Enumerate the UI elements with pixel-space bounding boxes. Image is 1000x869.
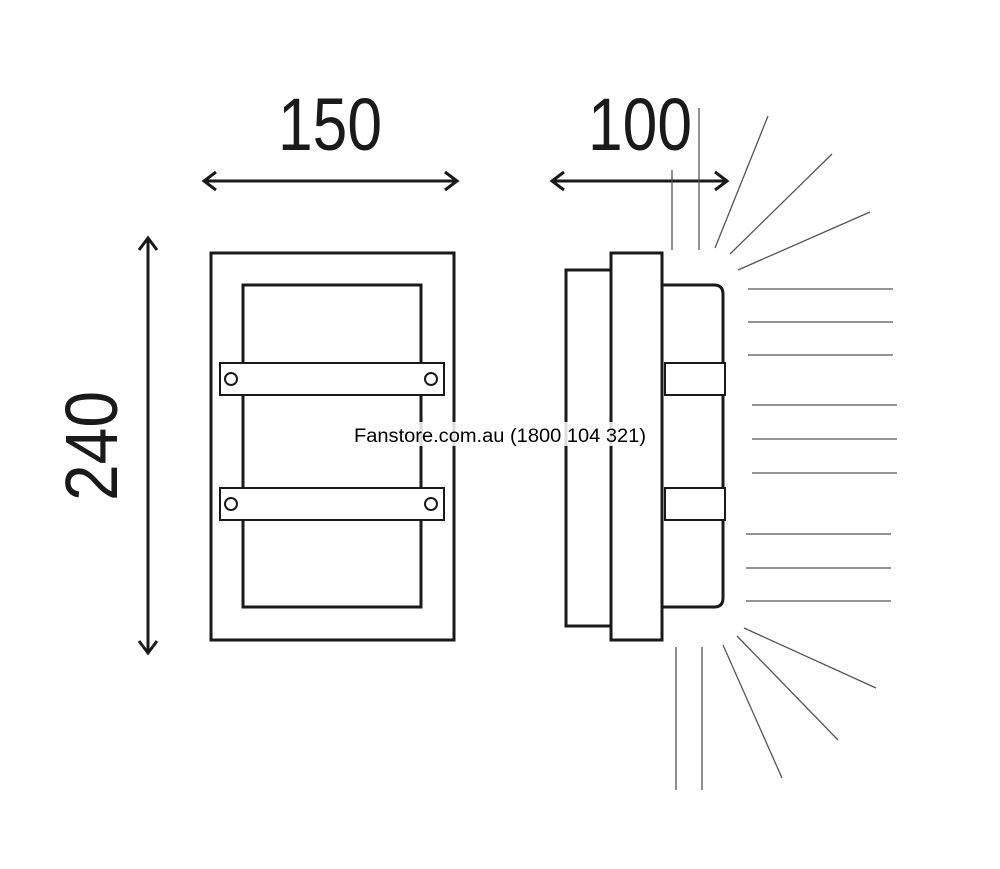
depth-dimension: 100 [549,83,730,192]
height-dimension: 240 [50,235,159,656]
watermark: Fanstore.com.au (1800 104 321) [352,422,648,447]
depth-dimension-arrow [549,170,730,192]
front-strap-top [219,362,445,396]
width-dimension-label: 150 [278,83,382,166]
front-strap-bottom [219,487,445,521]
screw-icon [224,372,238,386]
height-dimension-label: 240 [50,391,133,501]
side-view [564,251,726,642]
side-strap-top [664,362,726,396]
width-dimension-arrow [201,170,460,192]
screw-icon [424,372,438,386]
screw-icon [424,497,438,511]
side-back-plate [564,268,613,628]
height-dimension-arrow [137,235,159,656]
width-dimension: 150 [201,83,460,192]
watermark-text: Fanstore.com.au (1800 104 321) [354,426,646,447]
side-frame [609,251,664,642]
light-rays [671,108,897,790]
depth-dimension-label: 100 [588,83,692,166]
screw-icon [224,497,238,511]
side-diffuser [660,283,725,609]
front-view [209,251,456,642]
side-strap-bottom [664,487,726,521]
